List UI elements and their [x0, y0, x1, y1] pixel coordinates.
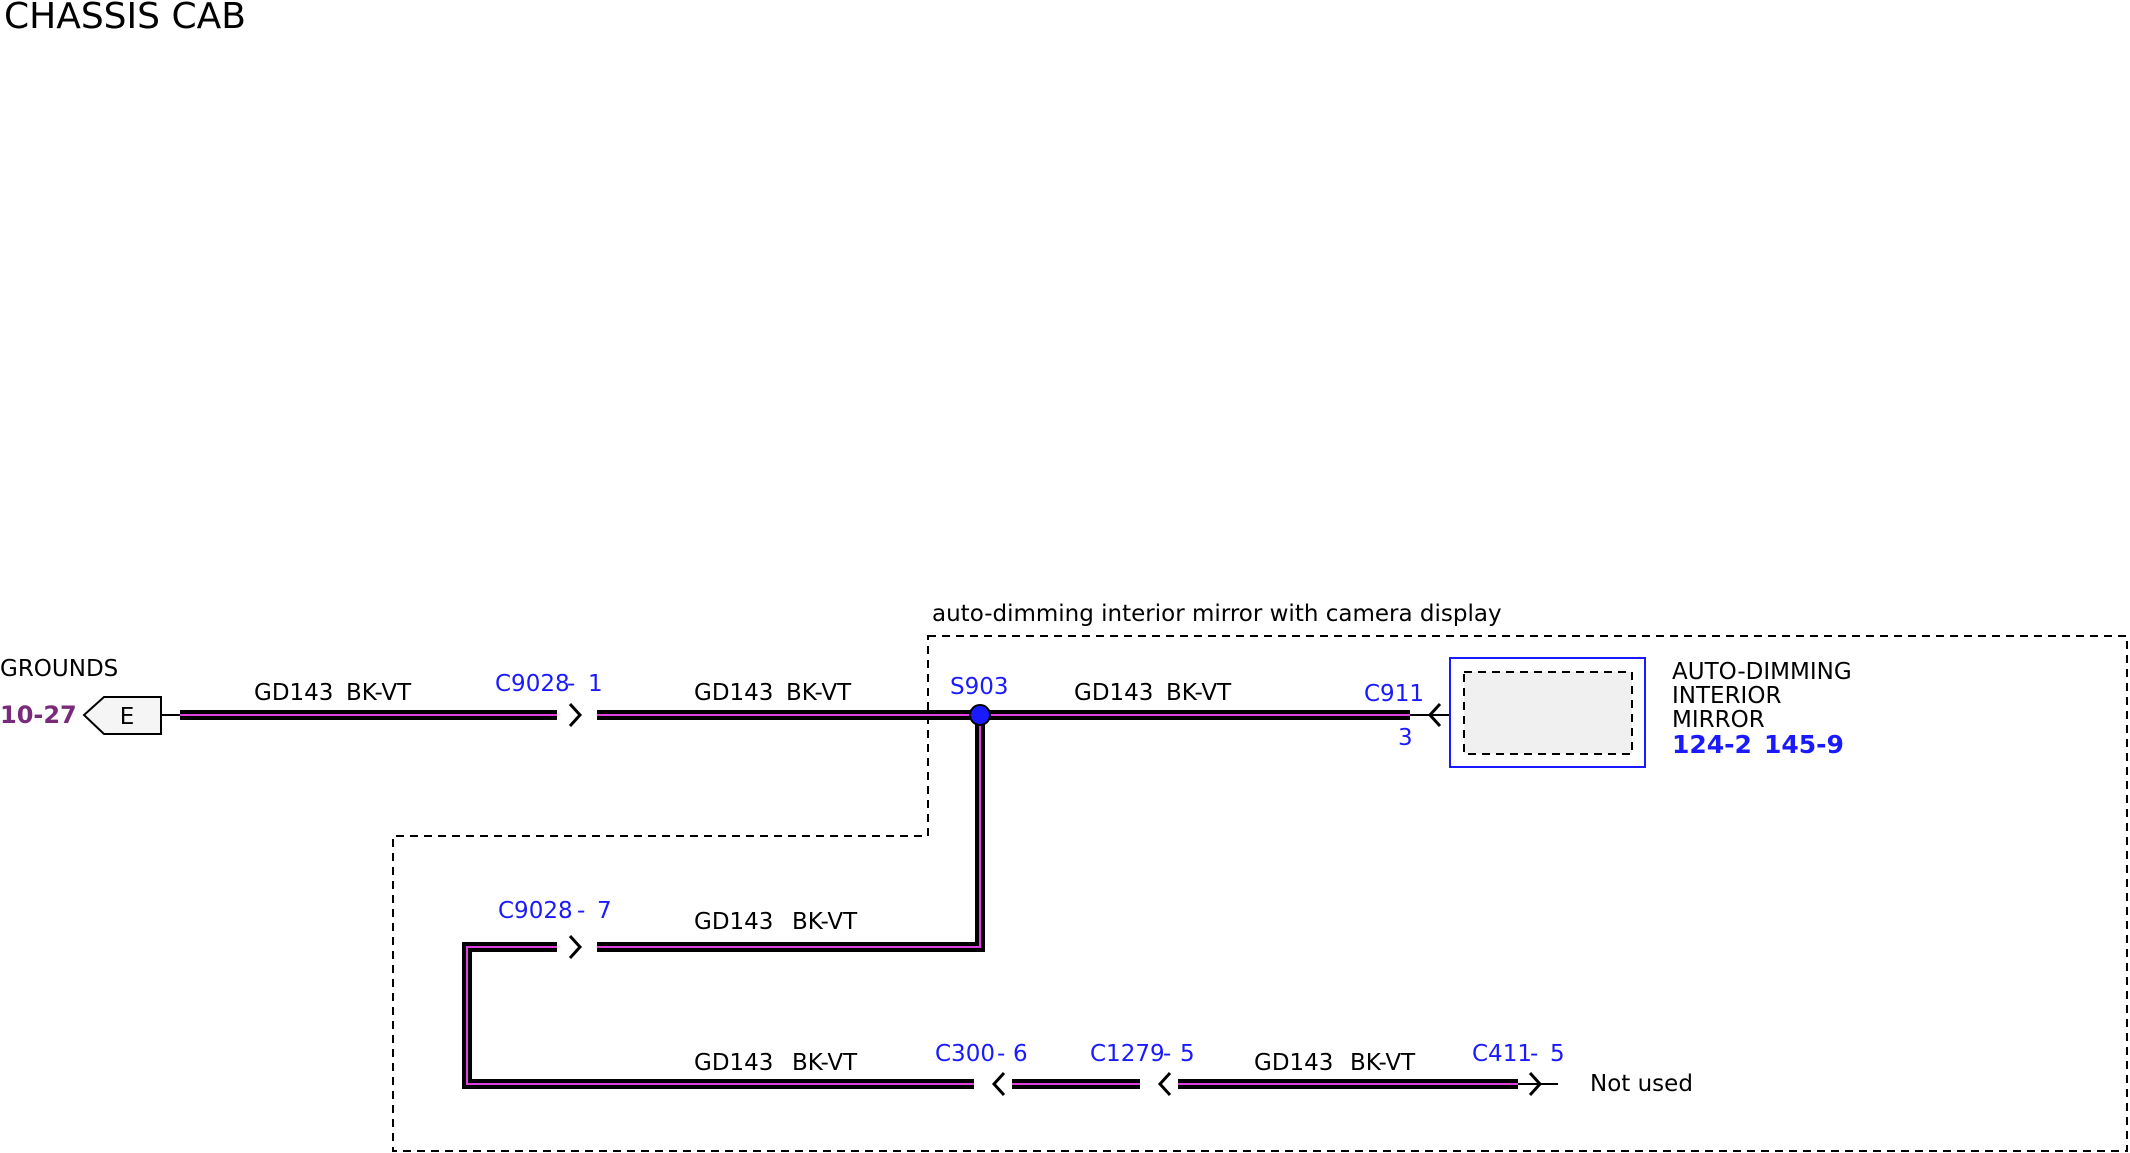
wire-color-label: BK-VT — [792, 1050, 858, 1076]
connector-arrow-icon — [1157, 1071, 1172, 1097]
ground-symbol-letter: E — [120, 704, 135, 730]
connector-separator: - — [567, 671, 575, 697]
wire-circuit-label: GD143 — [694, 909, 773, 935]
wire-circuit-label: GD143 — [694, 680, 773, 706]
mirror-component-inner — [1463, 671, 1633, 755]
option-region-label: auto-dimming interior mirror with camera… — [932, 601, 1502, 627]
connector-arrow-icon — [1427, 702, 1442, 728]
page-title: CHASSIS CAB — [4, 0, 246, 37]
component-page-ref: 145-9 — [1764, 730, 1844, 759]
connector-pin: 3 — [1398, 725, 1413, 751]
wire-color-label: BK-VT — [786, 680, 852, 706]
connector-arrow-icon — [568, 934, 583, 960]
connector-id: C9028 — [498, 898, 573, 924]
wire-color-label: BK-VT — [346, 680, 412, 706]
grounds-label: GROUNDS — [0, 656, 118, 682]
connector-separator: - — [1530, 1041, 1538, 1067]
option-region-boundary — [392, 635, 2128, 1152]
wire-circuit-label: GD143 — [1254, 1050, 1333, 1076]
connector-pin: 7 — [597, 898, 612, 924]
connector-id: C1279 — [1090, 1041, 1165, 1067]
connector-arrow-icon — [1528, 1071, 1543, 1097]
splice-id: S903 — [950, 674, 1009, 700]
connector-id: C911 — [1364, 681, 1424, 707]
connector-pin: 5 — [1180, 1041, 1195, 1067]
wire-circuit-label: GD143 — [1074, 680, 1153, 706]
connector-separator: - — [1163, 1041, 1171, 1067]
connector-id: C300 — [935, 1041, 995, 1067]
not-used-label: Not used — [1590, 1071, 1693, 1097]
connector-pin: 5 — [1550, 1041, 1565, 1067]
wire-circuit-label: GD143 — [694, 1050, 773, 1076]
connector-arrow-icon — [568, 702, 583, 728]
connector-separator: - — [997, 1041, 1005, 1067]
component-name-line: AUTO-DIMMING — [1672, 659, 1852, 685]
connector-separator: - — [577, 898, 585, 924]
connector-arrow-icon — [991, 1071, 1006, 1097]
splice-s903 — [969, 704, 991, 726]
connector-pin: 6 — [1013, 1041, 1028, 1067]
connector-id: C9028 — [495, 671, 570, 697]
component-name-line: INTERIOR — [1672, 683, 1781, 709]
connector-id: C411 — [1472, 1041, 1532, 1067]
wire-segment — [597, 715, 985, 952]
wire-color-label: BK-VT — [1350, 1050, 1416, 1076]
wire-color-label: BK-VT — [1166, 680, 1232, 706]
connector-pin: 1 — [588, 671, 603, 697]
wire-color-label: BK-VT — [792, 909, 858, 935]
component-name-line: MIRROR — [1672, 707, 1765, 733]
ground-page-ref: 10-27 — [0, 701, 77, 729]
component-page-ref: 124-2 — [1672, 730, 1752, 759]
wire-segment — [462, 942, 974, 1089]
wire-circuit-label: GD143 — [254, 680, 333, 706]
